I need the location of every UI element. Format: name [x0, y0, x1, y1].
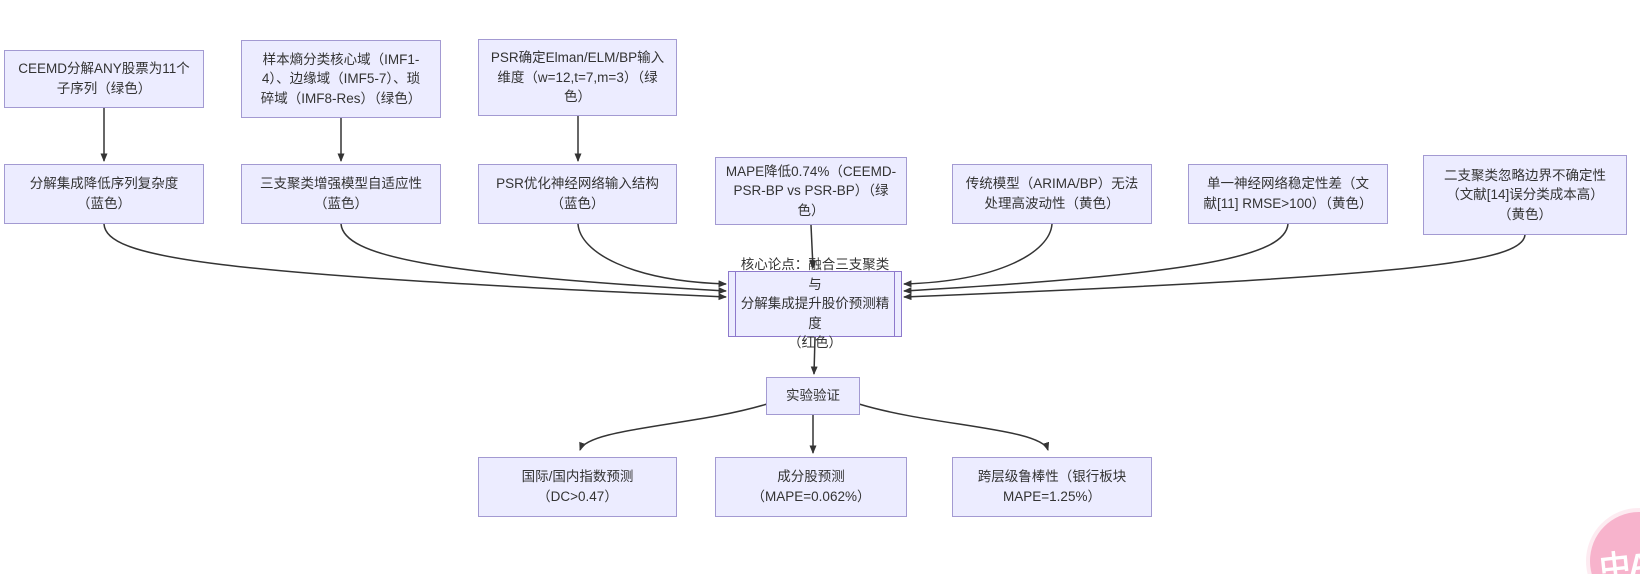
edge-three-way-to-core [340, 223, 727, 295]
node-traditional: 传统模型（ARIMA/BP）无法 处理高波动性（黄色） [952, 164, 1152, 224]
edge-traditional-to-core [903, 223, 1053, 288]
node-ceemd: CEEMD分解ANY股票为11个 子序列（绿色） [4, 50, 204, 108]
node-index-pred: 国际/国内指数预测 （DC>0.47） [478, 457, 677, 517]
edge-experiment-to-robustness [858, 403, 1050, 451]
node-sample-entropy: 样本熵分类核心域（IMF1- 4）、边缘域（IMF5-7）、琐 碎域（IMF8-… [241, 40, 441, 118]
node-two-way: 二支聚类忽略边界不确定性 （文献[14]误分类成本高） （黄色） [1423, 155, 1627, 235]
node-mape: MAPE降低0.74%（CEEMD- PSR-BP vs PSR-BP）（绿 色… [715, 157, 907, 225]
node-psr-dims: PSR确定Elman/ELM/BP输入 维度（w=12,t=7,m=3）（绿 色… [478, 39, 677, 116]
edge-decomp-to-core [103, 223, 727, 301]
edge-experiment-to-index-pred [579, 403, 768, 451]
node-core: 核心论点：融合三支聚类与 分解集成提升股价预测精度 （红色） [728, 257, 902, 350]
edge-single-nn-to-core [903, 223, 1289, 295]
edge-two-way-to-core [903, 234, 1526, 301]
node-psr-opt: PSR优化神经网络输入结构 （蓝色） [478, 164, 677, 224]
pink-translate-badge[interactable]: 中A [1585, 507, 1640, 574]
node-experiment: 实验验证 [766, 377, 860, 415]
node-decomp: 分解集成降低序列复杂度 （蓝色） [4, 164, 204, 224]
edge-psr-opt-to-core [577, 223, 727, 288]
node-three-way: 三支聚类增强模型自适应性 （蓝色） [241, 164, 441, 224]
node-stock-pred: 成分股预测 （MAPE=0.062%） [715, 457, 907, 517]
badge-label: 中A [1597, 545, 1640, 574]
node-robustness: 跨层级鲁棒性（银行板块 MAPE=1.25%） [952, 457, 1152, 517]
node-single-nn: 单一神经网络稳定性差（文 献[11] RMSE>100）（黄色） [1188, 164, 1388, 224]
